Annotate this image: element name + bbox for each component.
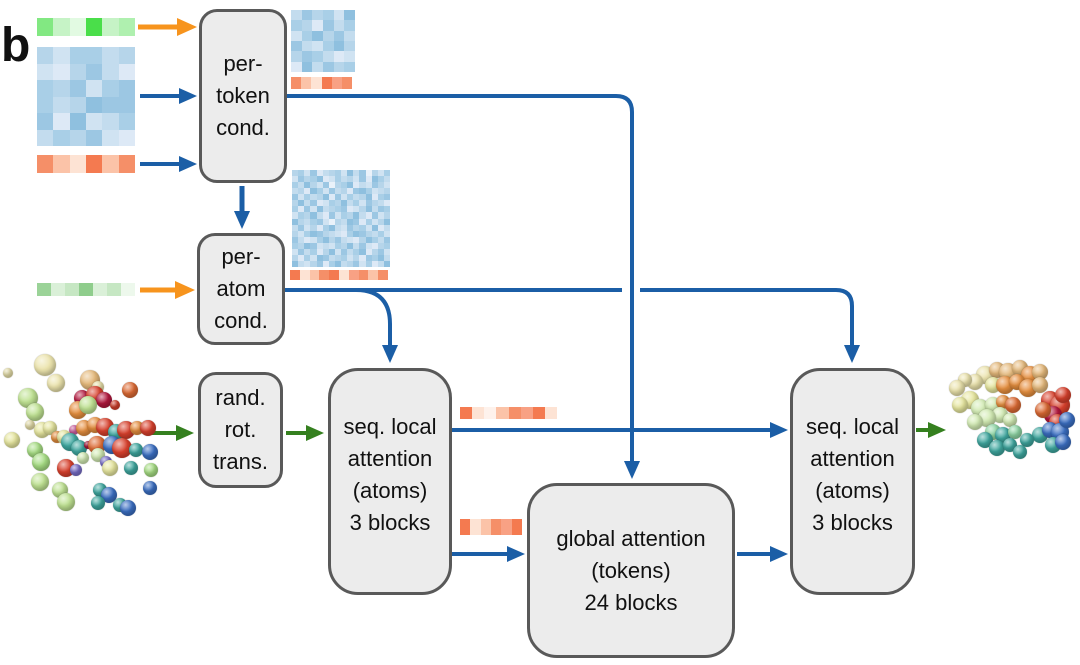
global-attention-box: global attention (tokens) 24 blocks	[527, 483, 735, 658]
per-token-cond-label: cond.	[216, 115, 270, 140]
per-token-cond-label: token	[216, 83, 270, 108]
arrow-per-atom-to-seq-local-right	[640, 288, 860, 363]
arrow-per-atom-to-seq-local-left	[355, 288, 398, 363]
seq-local-attention-2-label: (atoms)	[815, 477, 890, 503]
seq-local-attention-2-label: seq. local	[806, 413, 899, 439]
rand-rot-trans-box: rand. rot. trans.	[198, 372, 283, 488]
per-token-output-matrix	[291, 10, 355, 72]
pair-matrix	[37, 47, 135, 146]
token-red-strip	[37, 155, 135, 173]
noisy-molecule	[0, 345, 165, 520]
per-atom-cond-label: atom	[216, 276, 266, 301]
token-features-strip	[37, 18, 135, 36]
per-atom-cond-box: per- atom cond.	[197, 233, 285, 345]
global-attention-label: 24 blocks	[584, 589, 678, 615]
global-attention-label: (tokens)	[591, 557, 671, 583]
panel-label: b	[1, 19, 31, 72]
global-attention-label: global attention	[556, 525, 706, 551]
denoised-molecule	[945, 360, 1080, 480]
per-token-output-strip	[291, 77, 352, 89]
seq-local-attention-1-box: seq. local attention (atoms) 3 blocks	[328, 368, 452, 595]
seq-local-attention-1-label: 3 blocks	[349, 509, 431, 535]
per-atom-output-strip	[290, 270, 388, 280]
seq-local-attention-2-label: 3 blocks	[812, 509, 893, 535]
atom-features-strip	[37, 283, 135, 296]
per-atom-output-matrix	[292, 170, 390, 267]
per-atom-cond-label: per-	[221, 244, 261, 269]
seq-local-attention-1-label: seq. local	[343, 413, 437, 439]
per-token-cond-box: per- token cond.	[199, 9, 287, 183]
seq-local-attention-2-label: attention	[810, 445, 895, 471]
rand-rot-trans-label: trans.	[212, 449, 269, 474]
rand-rot-trans-label: rand.	[215, 385, 266, 410]
skip-strip-lower	[460, 519, 522, 535]
per-token-cond-label: per-	[223, 51, 263, 76]
skip-strip-upper	[460, 407, 557, 419]
seq-local-attention-1-label: attention	[347, 445, 433, 471]
per-atom-cond-label: cond.	[214, 308, 268, 333]
seq-local-attention-2-box: seq. local attention (atoms) 3 blocks	[790, 368, 915, 595]
rand-rot-trans-label: rot.	[224, 417, 257, 442]
seq-local-attention-1-label: (atoms)	[352, 477, 428, 503]
arrow-per-token-to-global-attention	[287, 94, 640, 479]
